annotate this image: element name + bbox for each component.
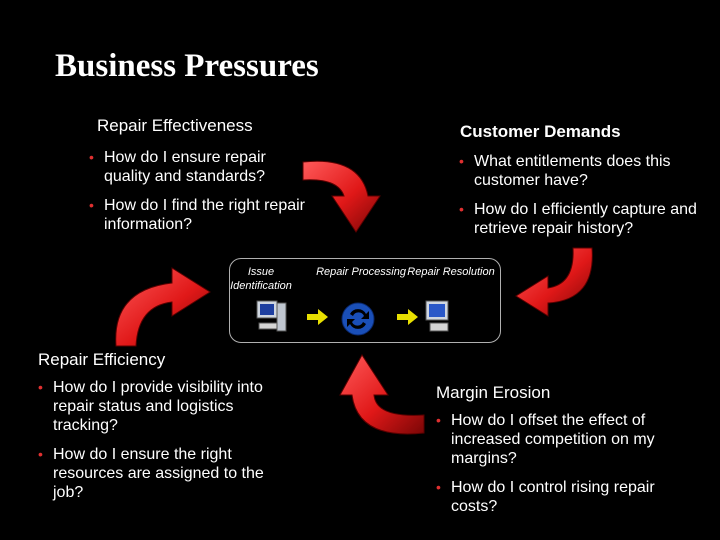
list-item: •How do I provide visibility into repair… [38, 379, 263, 434]
bullet-icon: • [436, 412, 441, 428]
cycle-icon [341, 302, 375, 336]
bullet-icon: • [89, 197, 94, 213]
customer-demands-section: Customer Demands •What entitlements does… [459, 122, 700, 238]
bullet-icon: • [38, 446, 43, 462]
computer-icon [425, 300, 449, 332]
process-flow-box: Issue Identification Repair Processing R… [229, 258, 501, 343]
bullet-icon: • [38, 379, 43, 395]
repair-effectiveness-section: Repair Effectiveness •How do I ensure re… [89, 116, 309, 234]
bullet-list: •How do I provide visibility into repair… [38, 378, 278, 502]
margin-erosion-section: Margin Erosion •How do I offset the effe… [436, 383, 666, 516]
list-item: •How do I offset the effect of increased… [436, 412, 655, 467]
list-item: •How do I control rising repair costs? [436, 479, 655, 515]
bullet-list: •How do I offset the effect of increased… [436, 411, 666, 516]
section-heading: Margin Erosion [436, 383, 551, 402]
curved-arrow-icon [302, 160, 381, 233]
section-heading: Repair Effectiveness [97, 116, 253, 135]
section-heading: Repair Efficiency [38, 350, 166, 369]
step-label-issue: Issue Identification [230, 266, 292, 292]
bullet-icon: • [459, 201, 464, 217]
bullet-icon: • [436, 479, 441, 495]
list-item: •What entitlements does this customer ha… [459, 153, 671, 189]
flow-arrow-icon [307, 309, 328, 325]
page-title: Business Pressures [55, 48, 319, 84]
list-item: •How do I ensure the right resources are… [38, 446, 264, 501]
list-item: •How do I find the right repair informat… [89, 197, 305, 233]
computer-icon [256, 300, 287, 332]
curved-arrow-icon [115, 267, 211, 347]
repair-efficiency-section: Repair Efficiency •How do I provide visi… [38, 350, 278, 502]
bullet-list: •How do I ensure repair quality and stan… [89, 148, 309, 234]
bullet-list: •What entitlements does this customer ha… [459, 152, 700, 238]
curved-arrow-icon [339, 354, 425, 435]
list-item: •How do I ensure repair quality and stan… [89, 149, 266, 185]
list-item: •How do I efficiently capture and retrie… [459, 201, 697, 237]
flow-arrow-icon [397, 309, 418, 325]
curved-arrow-icon [515, 247, 593, 317]
bullet-icon: • [459, 153, 464, 169]
step-label-resolution: Repair Resolution [407, 266, 495, 278]
step-label-processing: Repair Processing [316, 266, 406, 278]
bullet-icon: • [89, 149, 94, 165]
section-heading: Customer Demands [460, 122, 621, 141]
